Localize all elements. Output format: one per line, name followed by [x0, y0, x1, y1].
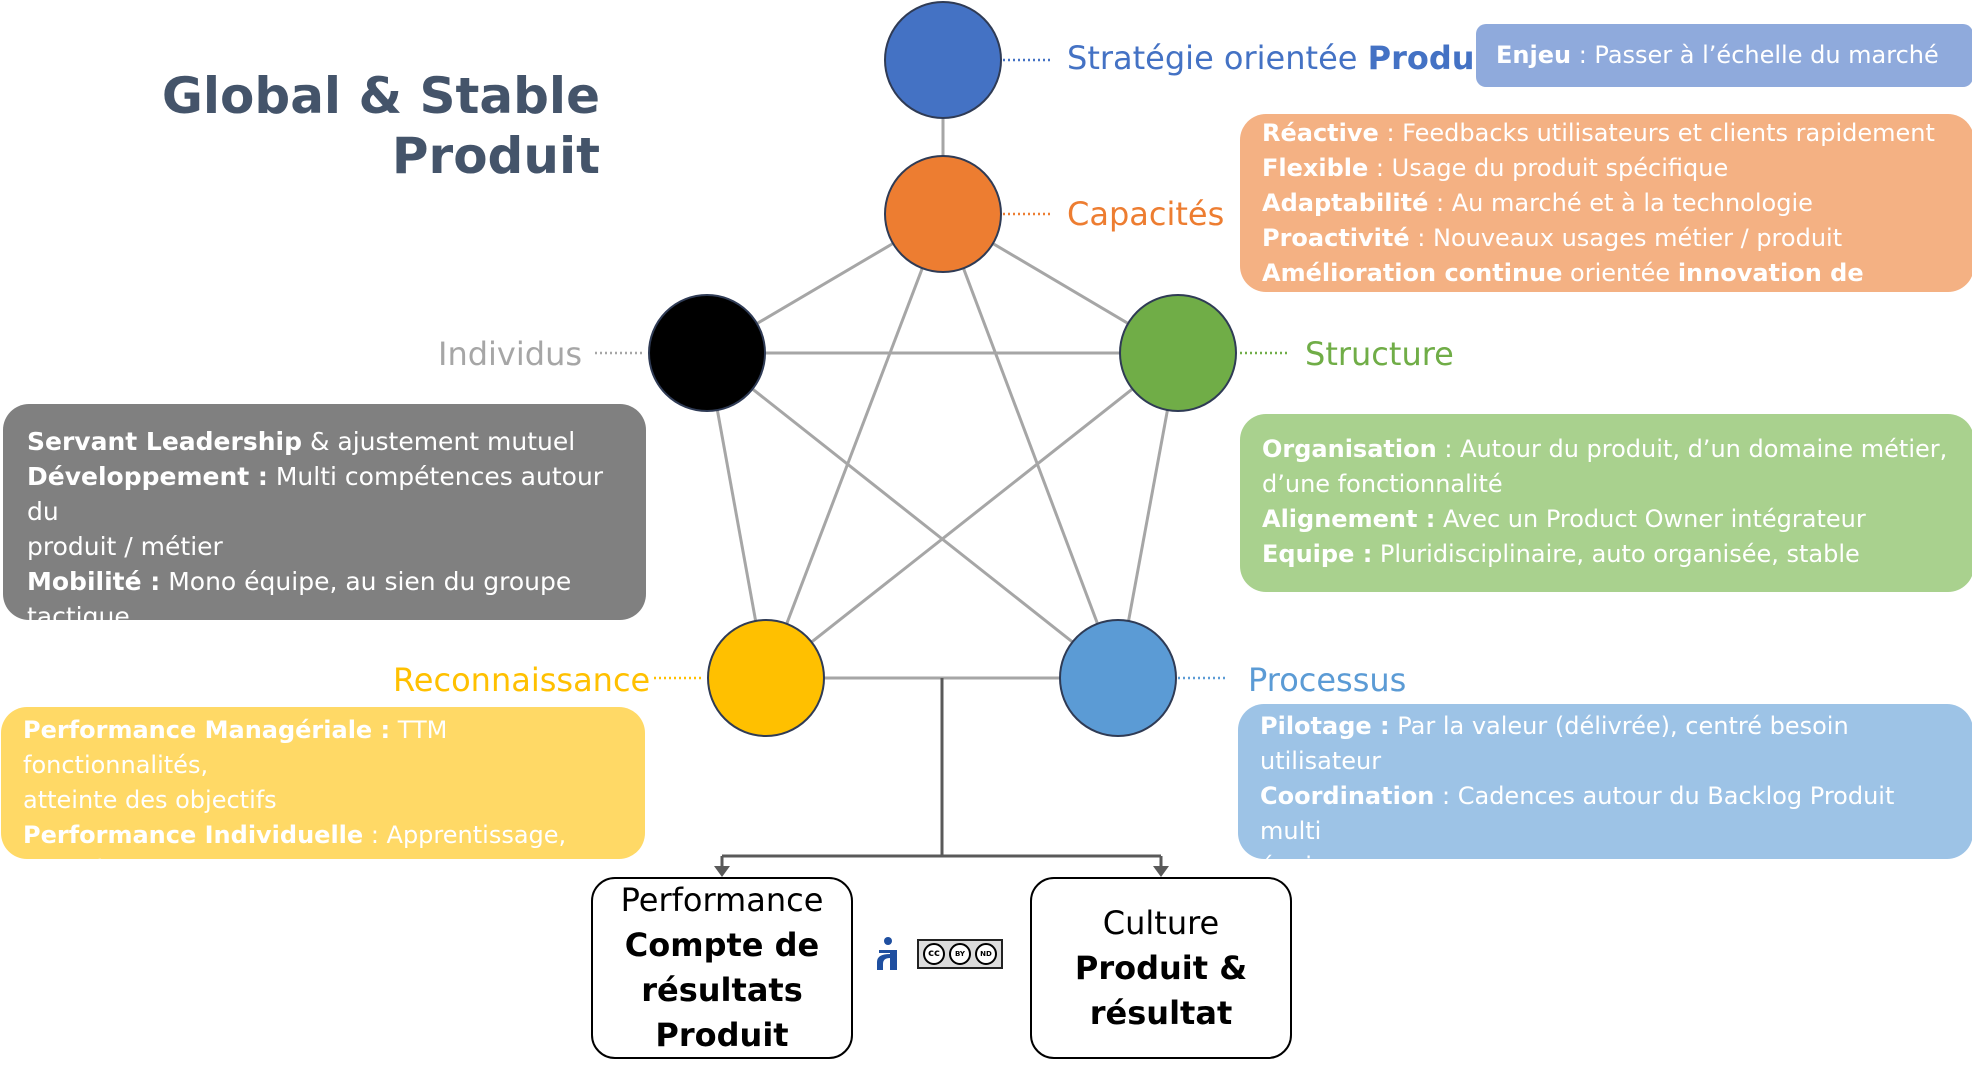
dotted-leaders: [595, 58, 1290, 680]
individus-line: tactique: [27, 602, 130, 631]
title-line-2: Produit: [391, 127, 600, 185]
edge-individus-processus: [706, 351, 1119, 680]
performance-title: Performance: [620, 881, 824, 919]
reconnaissance-line: atteinte des objectifs: [23, 786, 277, 814]
processus-node: [1059, 619, 1177, 737]
culture-box: Culture Produit & résultat: [1030, 877, 1292, 1059]
arrow-performance: [714, 866, 730, 877]
enjeu-line: Enjeu : Passer à l’échelle du marché: [1496, 41, 1939, 69]
structure-line: Organisation : Autour du produit, d’un d…: [1262, 435, 1948, 463]
diagram-title: Global & Stable Produit: [162, 66, 600, 186]
reconnaissance-box: Performance Managériale : TTM fonctionna…: [1, 707, 645, 884]
culture-line-1: Produit &: [1074, 948, 1248, 987]
processus-line: équipes: [1260, 852, 1355, 880]
culture-title: Culture: [1102, 903, 1220, 942]
capacites-line: Adaptabilité : Au marché et à la technol…: [1262, 189, 1813, 217]
individus-node: [648, 294, 766, 412]
edge-capacites-processus: [941, 213, 1120, 679]
individus-line: Mobilité : Mono équipe, au sien du group…: [27, 567, 572, 596]
individus-line: Servant Leadership & ajustement mutuel: [27, 427, 576, 456]
individus-line: produit / métier: [27, 532, 223, 561]
structure-label: Structure: [1305, 335, 1454, 373]
arrow-culture: [1153, 866, 1169, 877]
reconnaissance-label: Reconnaissance: [393, 661, 651, 699]
structure-line: Equipe : Pluridisciplinaire, auto organi…: [1262, 540, 1860, 568]
author-logo-icon: [877, 937, 897, 970]
outcome-connectors: [714, 678, 1169, 877]
reconnaissance-line: Performance Managériale : TTM fonctionna…: [23, 716, 448, 779]
capacites-line: Réactive : Feedbacks utilisateurs et cli…: [1262, 119, 1935, 147]
performance-box: Performance Compte de résultats Produit: [591, 877, 853, 1059]
processus-line: Coordination : Cadences autour du Backlo…: [1260, 782, 1895, 845]
structure-line: Alignement : Avec un Product Owner intég…: [1262, 505, 1866, 533]
performance-line-3: Produit: [655, 1016, 789, 1054]
individus-label: Individus: [438, 335, 583, 373]
edge-capacites-reconnaissance: [764, 213, 945, 679]
cc-license-badge: cc BY ND: [917, 939, 1003, 969]
culture-line-2: résultat: [1089, 993, 1233, 1032]
reconnaissance-line: compétences: [23, 856, 185, 884]
reconnaissance-line: Performance Individuelle : Apprentissage…: [23, 821, 567, 849]
cc-by-icon: BY: [949, 943, 971, 965]
reconnaissance-node: [707, 619, 825, 737]
processus-line: Pilotage : Par la valeur (délivrée), cen…: [1260, 712, 1849, 775]
structure-node: [1119, 294, 1237, 412]
performance-line-2: résultats: [641, 971, 803, 1009]
capacites-line: Proactivité : Nouveaux usages métier / p…: [1262, 224, 1843, 252]
cc-icon: cc: [923, 943, 945, 965]
cc-nd-icon: ND: [975, 943, 997, 965]
structure-box: Organisation : Autour du produit, d’un d…: [1240, 414, 1972, 592]
capacites-node: [884, 155, 1002, 273]
processus-box: Pilotage : Par la valeur (délivrée), cen…: [1238, 704, 1972, 915]
strategie-node: [884, 1, 1002, 119]
capacites-line: Amélioration continue orientée innovatio…: [1262, 259, 1864, 322]
processus-line: Méthode privilégiée : Scrum: [1260, 887, 1631, 915]
capacites-line: Flexible : Usage du produit spécifique: [1262, 154, 1729, 182]
node-circles: [648, 1, 1237, 737]
strategie-label: Stratégie orientée Produit: [1067, 38, 1501, 78]
capacites-label: Capacités: [1067, 195, 1225, 233]
capacites-box: Réactive : Feedbacks utilisateurs et cli…: [1240, 114, 1972, 322]
enjeu-box: Enjeu : Passer à l’échelle du marché: [1476, 24, 1972, 87]
structure-line: d’une fonctionnalité: [1262, 470, 1503, 498]
individus-line: Développement : Multi compétences autour…: [27, 462, 604, 526]
title-line-1: Global & Stable: [161, 67, 600, 125]
edge-structure-reconnaissance: [765, 351, 1179, 680]
processus-label: Processus: [1248, 661, 1407, 699]
performance-line-1: Compte de: [624, 926, 820, 964]
strategie-label-prefix: Stratégie orientée: [1067, 39, 1368, 77]
